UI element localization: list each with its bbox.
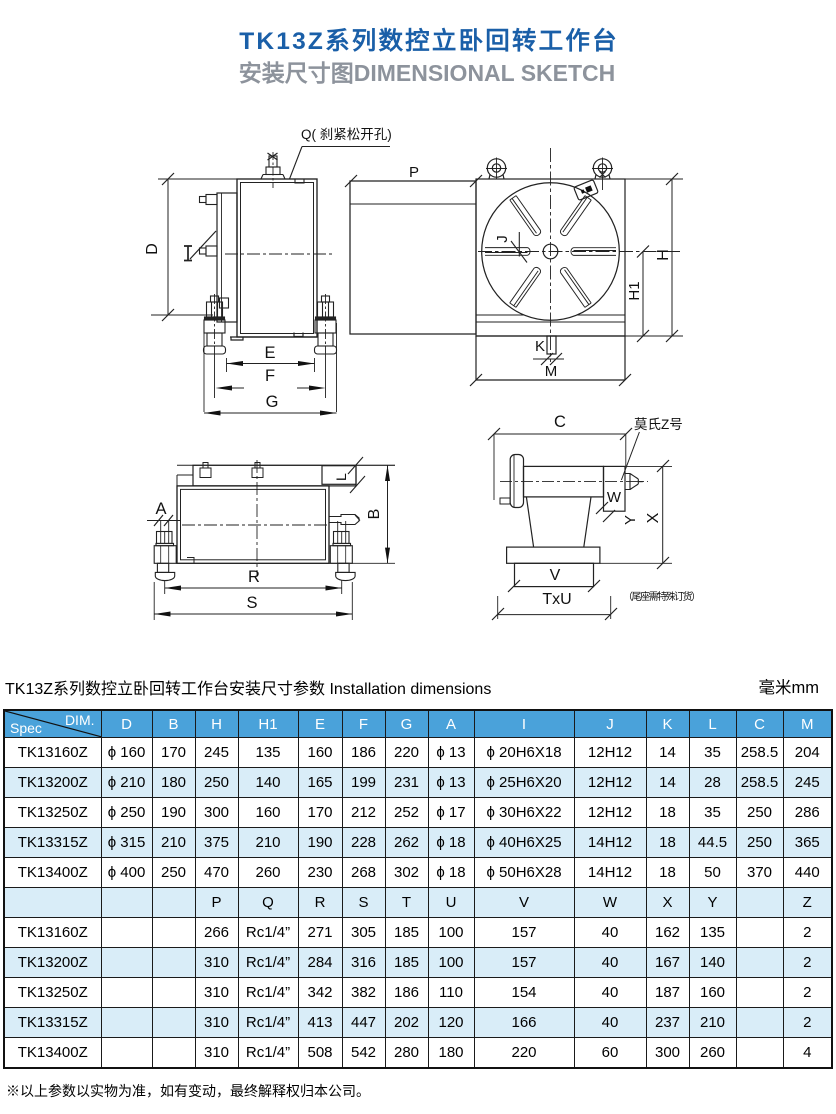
svg-text:J: J	[494, 235, 511, 243]
svg-text:L: L	[333, 473, 349, 481]
svg-text:TxU: TxU	[542, 591, 571, 608]
svg-text:M: M	[545, 363, 558, 380]
svg-text:R: R	[248, 568, 260, 586]
svg-text:F: F	[265, 367, 275, 385]
svg-text:G: G	[266, 393, 279, 411]
svg-text:X: X	[645, 512, 662, 523]
svg-text:（尾座需特殊订货）: （尾座需特殊订货）	[623, 590, 700, 603]
svg-text:莫氏Z号: 莫氏Z号	[634, 417, 683, 432]
svg-text:H: H	[655, 249, 672, 261]
svg-text:A: A	[155, 500, 166, 518]
svg-text:Y: Y	[622, 515, 639, 525]
svg-text:E: E	[264, 344, 275, 362]
svg-text:W: W	[607, 489, 622, 506]
svg-text:V: V	[550, 567, 561, 584]
svg-text:C: C	[554, 413, 566, 431]
svg-text:P: P	[409, 164, 419, 181]
svg-text:K: K	[535, 338, 545, 355]
svg-text:Q( 刹紧松开孔): Q( 刹紧松开孔)	[301, 127, 392, 142]
svg-text:H1: H1	[626, 281, 643, 300]
svg-text:S: S	[246, 594, 257, 612]
svg-text:D: D	[144, 243, 161, 255]
svg-text:B: B	[366, 509, 383, 520]
